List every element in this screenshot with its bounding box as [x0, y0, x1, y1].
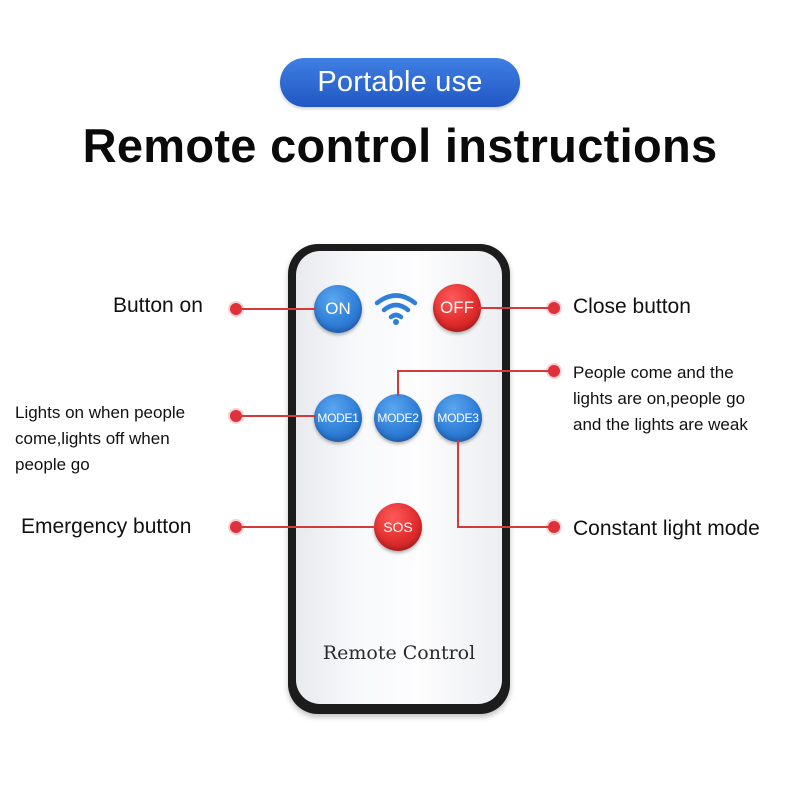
callout-dot: [548, 521, 560, 533]
callout-button-on: Button on: [113, 294, 203, 317]
callout-dot: [548, 365, 560, 377]
callout-line: [457, 526, 554, 528]
callout-line: [397, 370, 399, 396]
sos-button[interactable]: SOS: [374, 503, 422, 551]
callout-mode2-line: lights are on,people go: [573, 389, 746, 408]
callout-mode2-line: People come and the: [573, 363, 734, 382]
callout-emergency-button: Emergency button: [21, 515, 192, 538]
callout-line: [397, 370, 554, 372]
callout-mode1-line: come,lights off when: [15, 429, 170, 448]
callout-dot: [548, 302, 560, 314]
mode1-button[interactable]: MODE1: [314, 394, 362, 442]
callout-mode1-line: Lights on when people: [15, 403, 186, 422]
callout-line: [236, 308, 316, 310]
mode2-button[interactable]: MODE2: [374, 394, 422, 442]
callout-close-button: Close button: [573, 295, 691, 318]
callout-line: [236, 526, 376, 528]
callout-line: [479, 307, 554, 309]
remote-control-label: Remote Control: [322, 642, 476, 664]
portable-use-badge: Portable use: [280, 58, 520, 107]
mode3-button[interactable]: MODE3: [434, 394, 482, 442]
wifi-signal-icon: [374, 293, 418, 325]
off-button[interactable]: OFF: [433, 284, 481, 332]
page-title: Remote control instructions: [82, 119, 718, 172]
callout-mode2-line: and the lights are weak: [573, 415, 748, 434]
on-button[interactable]: ON: [314, 285, 362, 333]
callout-constant-light-mode: Constant light mode: [573, 517, 760, 540]
callout-mode1-line: people go: [15, 455, 90, 474]
callout-line: [236, 415, 316, 417]
callout-mode1: Lights on when people come,lights off wh…: [15, 400, 185, 478]
callout-line: [457, 440, 459, 527]
callout-mode2: People come and the lights are on,people…: [573, 360, 748, 438]
